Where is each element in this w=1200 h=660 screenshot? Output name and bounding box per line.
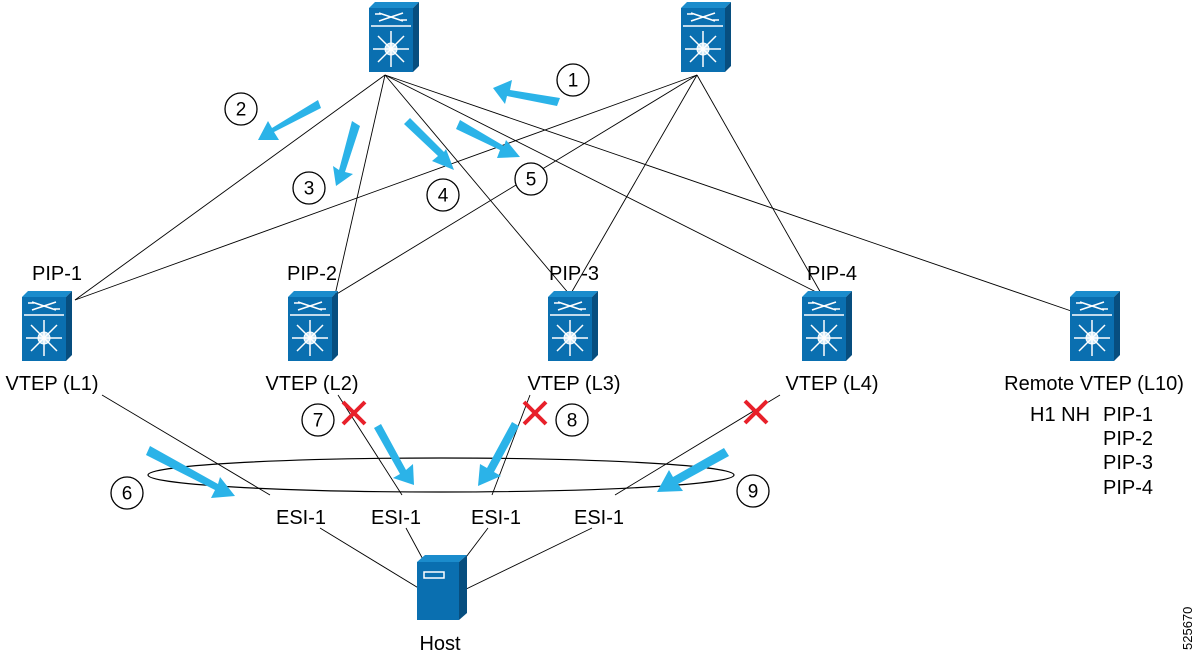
server-icon — [417, 555, 467, 620]
route-label: H1 NH — [1030, 404, 1090, 426]
step-8: 8 — [555, 403, 589, 437]
next-hop-4: PIP-4 — [1103, 477, 1153, 499]
leaf-switch-l2 — [287, 290, 339, 362]
arrow-icon — [456, 120, 520, 158]
x-icon — [522, 400, 548, 426]
figure-id: 525670 — [1180, 607, 1195, 650]
next-hop-3: PIP-3 — [1103, 452, 1153, 474]
arrow-icon — [493, 80, 560, 106]
vtep-label-l1: VTEP (L1) — [6, 373, 99, 395]
svg-text:7: 7 — [313, 411, 324, 432]
arrow-icon — [333, 121, 360, 186]
host-label: Host — [419, 633, 461, 655]
esi-label-2: ESI-1 — [371, 507, 421, 529]
step-6: 6 — [110, 476, 144, 510]
step-9: 9 — [736, 474, 770, 508]
step-2: 2 — [224, 92, 258, 126]
pip-label-l2: PIP-2 — [287, 263, 337, 285]
svg-text:6: 6 — [122, 484, 133, 505]
step-3: 3 — [292, 171, 326, 205]
esi-ellipse — [147, 457, 735, 493]
step-5: 5 — [514, 162, 548, 196]
pip-label-l1: PIP-1 — [32, 263, 82, 285]
next-hop-2: PIP-2 — [1103, 428, 1153, 450]
svg-text:9: 9 — [748, 482, 759, 503]
arrow-icon — [374, 424, 414, 485]
leaf-switch-l3 — [547, 290, 599, 362]
svg-text:1: 1 — [568, 71, 579, 92]
spine-switch-1 — [368, 1, 420, 73]
vtep-label-l2: VTEP (L2) — [266, 373, 359, 395]
arrow-icon — [146, 446, 235, 498]
svg-text:4: 4 — [438, 186, 449, 207]
leaf-switch-l4 — [801, 290, 853, 362]
svg-text:3: 3 — [304, 179, 315, 200]
step-4: 4 — [426, 178, 460, 212]
svg-text:5: 5 — [526, 170, 537, 191]
x-icon — [743, 399, 769, 425]
arrow-icon — [404, 118, 454, 170]
remote-vtep-switch — [1069, 290, 1121, 362]
esi-label-4: ESI-1 — [574, 507, 624, 529]
connection-lines — [74, 74, 1078, 593]
arrow-icon — [258, 100, 321, 140]
esi-label-3: ESI-1 — [471, 507, 521, 529]
step-7: 7 — [301, 403, 335, 437]
step-arrows — [146, 80, 729, 498]
vtep-label-l4: VTEP (L4) — [786, 373, 879, 395]
arrow-icon — [478, 422, 519, 486]
svg-text:2: 2 — [236, 100, 247, 121]
spine-switch-2 — [680, 1, 732, 73]
leaf-switch-l1 — [21, 290, 73, 362]
arrow-icon — [657, 448, 729, 492]
next-hop-1: PIP-1 — [1103, 404, 1153, 426]
pip-label-l3: PIP-3 — [549, 263, 599, 285]
pip-label-l4: PIP-4 — [807, 263, 857, 285]
svg-text:8: 8 — [567, 411, 578, 432]
esi-label-1: ESI-1 — [276, 507, 326, 529]
vtep-label-l3: VTEP (L3) — [528, 373, 621, 395]
step-1: 1 — [556, 63, 590, 97]
remote-vtep-label: Remote VTEP (L10) — [1004, 373, 1184, 395]
